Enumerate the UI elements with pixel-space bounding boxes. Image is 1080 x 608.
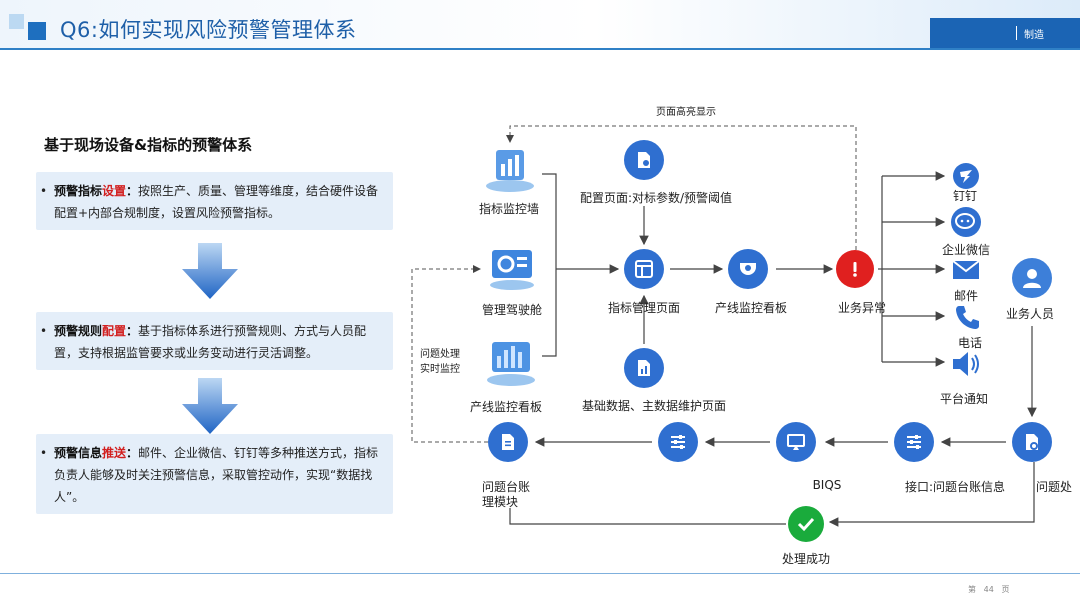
ledger-label-line1: 问题台账 <box>482 480 531 494</box>
document-icon <box>502 434 514 450</box>
box-body: 邮件、企业微信、钉钉等多种推送方式，指标负责人能够及时关注预警信息，采取管控动作… <box>54 446 379 504</box>
box-highlight: 设置 <box>102 184 127 198</box>
header-band <box>0 0 1080 48</box>
interface-label: 接口:问题台账信息 <box>904 480 1006 494</box>
biqs-node[interactable] <box>776 422 816 462</box>
box-body: 基于指标体系进行预警规则、方式与人员配置，支持根据监管要求或业务变动进行灵活调整… <box>54 324 367 360</box>
line-board-label: 产线监控看板 <box>714 301 788 315</box>
rule-config-box: • 预警规则配置：基于指标体系进行预警规则、方式与人员配置，支持根据监管要求或业… <box>36 312 393 370</box>
category-tag <box>930 18 1080 48</box>
tag-separator <box>1016 26 1017 40</box>
down-arrow-icon <box>182 378 238 434</box>
box-body: 按照生产、质量、管理等维度，结合硬件设备配置+内部合规制度，设置风险预警指标。 <box>54 184 379 220</box>
settings-doc-icon <box>638 152 650 168</box>
box-colon: ： <box>126 184 139 198</box>
phone-icon[interactable] <box>954 304 980 330</box>
page-prefix: 第 <box>968 585 976 594</box>
section-title: 基于现场设备&指标的预警体系 <box>44 136 253 154</box>
business-alert-label: 业务异常 <box>837 301 887 315</box>
cockpit-icon <box>490 250 534 290</box>
business-person-node[interactable] <box>1012 258 1052 298</box>
rule-config-text: 预警规则配置：基于指标体系进行预警规则、方式与人员配置，支持根据监管要求或业务变… <box>54 320 381 364</box>
line-board-illustration-icon <box>487 342 535 386</box>
bullet: • <box>40 446 48 460</box>
bullet: • <box>40 184 48 198</box>
loop-label-monitor: 实时监控 <box>420 364 460 375</box>
biqs-label: BIQS <box>812 478 842 492</box>
indicator-page-node[interactable] <box>624 249 664 289</box>
problem-handle-label: 问题处 <box>1036 480 1073 494</box>
config-page-node[interactable] <box>624 140 664 180</box>
bullet: • <box>40 324 48 338</box>
indicator-setting-text: 预警指标设置：按照生产、质量、管理等维度，结合硬件设备配置+内部合规制度，设置风… <box>54 180 381 224</box>
dashboard-wall-icon <box>486 150 534 192</box>
dingtalk-icon[interactable] <box>952 162 980 190</box>
check-icon <box>797 517 815 532</box>
user-icon <box>1023 269 1041 288</box>
channel-label-wecom: 企业微信 <box>942 243 991 257</box>
source-label-wall: 指标监控墙 <box>479 202 540 216</box>
category-tag-label: 制造 <box>1024 30 1044 41</box>
page-highlight-label: 页面高亮显示 <box>656 107 716 118</box>
speaker-icon[interactable] <box>950 350 982 378</box>
alert-icon <box>853 262 857 277</box>
business-alert-node[interactable] <box>836 250 874 288</box>
box-colon: ： <box>126 446 139 460</box>
camera-icon <box>740 263 756 275</box>
title-decoration-dark <box>28 22 46 40</box>
header-divider <box>0 48 1080 50</box>
title-decoration-light <box>9 14 24 29</box>
chart-doc-icon <box>638 360 650 376</box>
problem-handle-node[interactable] <box>1012 422 1052 462</box>
footer-divider <box>0 573 1080 574</box>
box-key: 预警信息 <box>54 446 103 460</box>
page-number-value: 44 <box>983 585 994 594</box>
success-node[interactable] <box>788 506 824 542</box>
page-number: 第 44 页 <box>968 584 1009 595</box>
base-data-node[interactable] <box>624 348 664 388</box>
loop-label-problem: 问题处理 <box>420 349 460 360</box>
page-title: Q6:如何实现风险预警管理体系 <box>60 18 357 42</box>
business-person-label: 业务人员 <box>1006 307 1055 321</box>
page-suffix: 页 <box>1001 585 1010 594</box>
indicator-setting-box: • 预警指标设置：按照生产、质量、管理等维度，结合硬件设备配置+内部合规制度，设… <box>36 172 393 230</box>
down-arrow-icon <box>182 243 238 299</box>
box-highlight: 配置 <box>102 324 127 338</box>
source-label-line-board: 产线监控看板 <box>470 400 543 414</box>
mail-icon[interactable] <box>952 258 980 282</box>
sliders-icon <box>671 435 685 449</box>
layout-icon <box>635 260 653 278</box>
screen-icon <box>787 434 805 450</box>
interface-node[interactable] <box>894 422 934 462</box>
channel-label-dingtalk: 钉钉 <box>953 189 978 203</box>
doc-gear-icon <box>1026 434 1038 450</box>
box-key: 预警指标 <box>54 184 103 198</box>
sliders-icon <box>907 435 921 449</box>
source-label-cockpit: 管理驾驶舱 <box>482 303 543 317</box>
wecom-icon[interactable] <box>950 206 982 238</box>
box-highlight: 推送 <box>102 446 127 460</box>
ledger-node[interactable] <box>488 422 528 462</box>
info-push-box: • 预警信息推送：邮件、企业微信、钉钉等多种推送方式，指标负责人能够及时关注预警… <box>36 434 393 514</box>
box-key: 预警规则 <box>54 324 103 338</box>
ledger-label-line2: 理模块 <box>482 495 519 509</box>
config-page-label: 配置页面:对标参数/预警阈值 <box>579 191 733 205</box>
indicator-page-label: 指标管理页面 <box>607 301 681 315</box>
base-data-label: 基础数据、主数据维护页面 <box>581 399 727 413</box>
box-colon: ： <box>126 324 139 338</box>
line-board-node[interactable] <box>728 249 768 289</box>
channel-label-mail: 邮件 <box>954 289 979 303</box>
channel-label-platform: 平台通知 <box>940 392 989 406</box>
info-push-text: 预警信息推送：邮件、企业微信、钉钉等多种推送方式，指标负责人能够及时关注预警信息… <box>54 442 381 508</box>
processing-node[interactable] <box>658 422 698 462</box>
channel-label-phone: 电话 <box>958 336 983 350</box>
success-label: 处理成功 <box>781 552 831 566</box>
